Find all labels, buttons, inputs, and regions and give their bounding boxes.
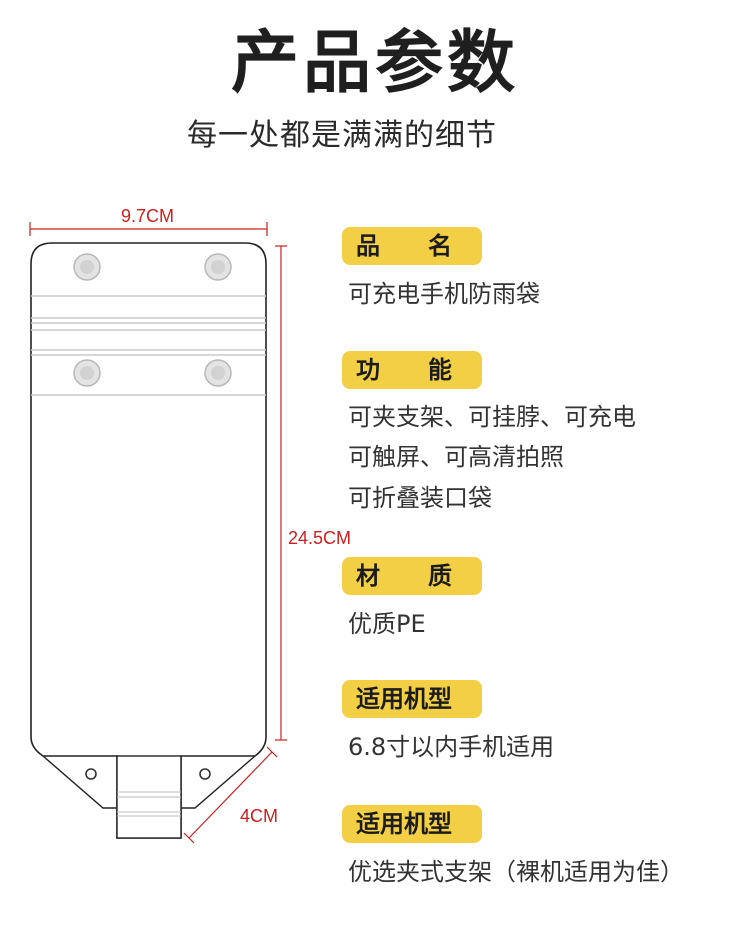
spec-label-material: 材 质 (342, 557, 482, 595)
flap-dimension-label: 4CM (240, 806, 279, 826)
spec-label-model: 适用机型 (342, 680, 482, 718)
seal-stripes (31, 295, 266, 396)
height-dimension-line (275, 245, 287, 741)
spec-value-material: 优质PE (348, 610, 426, 638)
spec-label-model-2: 适用机型 (342, 805, 482, 843)
flap-tab-stripes (117, 791, 181, 817)
width-dimension-label: 9.7CM (121, 206, 175, 226)
width-dimension-line (29, 222, 268, 236)
spec-value-model: 6.8寸以内手机适用 (348, 733, 555, 761)
spec-value-name: 可充电手机防雨袋 (348, 280, 540, 308)
spec-value-function-3: 可折叠装口袋 (348, 484, 492, 512)
lanyard-eyelets (85, 768, 211, 780)
height-dimension-label: 24.5CM (288, 528, 352, 548)
flap-dimension-line (183, 746, 278, 844)
spec-value-function-1: 可夹支架、可挂脖、可充电 (348, 403, 636, 431)
snap-button-centers (80, 260, 225, 380)
spec-label-function: 功 能 (342, 351, 482, 389)
spec-label-name: 品 名 (342, 227, 482, 265)
spec-value-model-2: 优选夹式支架（裸机适用为佳） (348, 858, 684, 886)
pouch-outline (30, 242, 267, 839)
pouch-bottom-flap (42, 755, 256, 809)
spec-value-function-2: 可触屏、可高清拍照 (348, 443, 564, 471)
page-title: 产品参数 (230, 24, 519, 103)
page-subtitle: 每一处都是满满的细节 (187, 118, 497, 153)
